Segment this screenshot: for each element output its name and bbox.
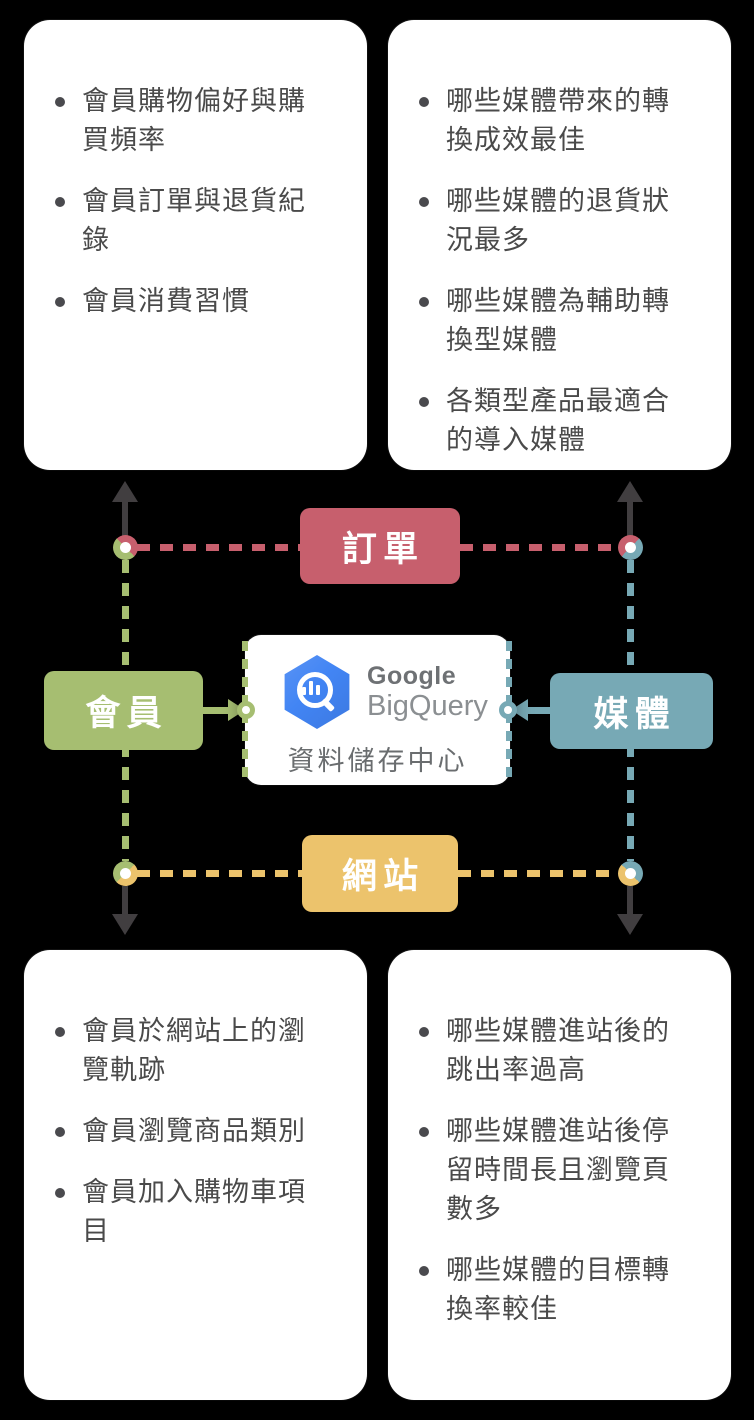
logo-bigquery-text: BigQuery bbox=[367, 690, 488, 722]
arrow-down-icon bbox=[112, 914, 138, 935]
orders-label-text: 訂單 bbox=[341, 529, 425, 569]
members-label-text: 會員 bbox=[85, 694, 168, 733]
card-member-data: 會員購物偏好與購買頻率 會員訂單與退貨紀錄 會員消費習慣 bbox=[24, 20, 367, 470]
orders-dashed-line bbox=[137, 544, 300, 551]
members-label: 會員 bbox=[44, 671, 203, 750]
bar-chart-glyph bbox=[302, 681, 320, 695]
website-label-text: 網站 bbox=[341, 857, 425, 896]
junction-ring-icon bbox=[618, 535, 643, 560]
bullet-list: 會員購物偏好與購買頻率 會員訂單與退貨紀錄 會員消費習慣 bbox=[55, 82, 347, 343]
website-label: 網站 bbox=[302, 835, 458, 912]
junction-ring-icon bbox=[618, 861, 643, 886]
list-item: 哪些媒體帶來的轉換成效最佳 bbox=[419, 82, 692, 160]
list-item: 會員瀏覽商品類別 bbox=[55, 1112, 328, 1151]
bigquery-logo: Google BigQuery bbox=[281, 655, 488, 729]
arrow-up-icon bbox=[617, 481, 643, 502]
junction-ring-icon bbox=[113, 861, 138, 886]
website-dashed-line bbox=[137, 870, 302, 877]
list-item: 會員消費習慣 bbox=[55, 282, 328, 321]
card-media-conversion-insights: 哪些媒體帶來的轉換成效最佳 哪些媒體的退貨狀況最多 哪些媒體為輔助轉換型媒體 各… bbox=[388, 20, 731, 470]
magnifier-handle bbox=[320, 697, 336, 713]
website-dashed-line bbox=[458, 870, 618, 877]
junction-core bbox=[120, 868, 131, 879]
junction-ring-icon bbox=[113, 535, 138, 560]
card-website-behavior: 會員於網站上的瀏覽軌跡 會員瀏覽商品類別 會員加入購物車項目 bbox=[24, 950, 367, 1400]
connector-ring-icon bbox=[237, 701, 255, 719]
orders-dashed-line bbox=[460, 544, 618, 551]
logo-lockup: Google BigQuery bbox=[367, 662, 488, 722]
arrow-down-shaft bbox=[122, 886, 128, 916]
list-item: 會員加入購物車項目 bbox=[55, 1173, 328, 1251]
list-item: 會員購物偏好與購買頻率 bbox=[55, 82, 328, 160]
list-item: 哪些媒體的退貨狀況最多 bbox=[419, 182, 692, 260]
bullet-list: 會員於網站上的瀏覽軌跡 會員瀏覽商品類別 會員加入購物車項目 bbox=[55, 1012, 347, 1273]
arrow-up-icon bbox=[112, 481, 138, 502]
members-arrow-shaft bbox=[203, 707, 230, 714]
media-label: 媒體 bbox=[550, 673, 713, 749]
arrow-down-icon bbox=[617, 914, 643, 935]
card-media-site-insights: 哪些媒體進站後的跳出率過高 哪些媒體進站後停留時間長且瀏覽頁數多 哪些媒體的目標… bbox=[388, 950, 731, 1400]
list-item: 哪些媒體的目標轉換率較佳 bbox=[419, 1251, 692, 1329]
list-item: 哪些媒體進站後的跳出率過高 bbox=[419, 1012, 692, 1090]
junction-core bbox=[120, 542, 131, 553]
data-hub-caption: 資料儲存中心 bbox=[287, 746, 468, 776]
magnifier-lens bbox=[297, 672, 333, 708]
list-item: 哪些媒體為輔助轉換型媒體 bbox=[419, 282, 692, 360]
list-item: 各類型產品最適合的導入媒體 bbox=[419, 382, 692, 460]
arrow-up-shaft bbox=[627, 500, 633, 540]
arrow-up-shaft bbox=[122, 500, 128, 540]
connector-ring-icon bbox=[499, 701, 517, 719]
media-label-text: 媒體 bbox=[593, 694, 676, 734]
list-item: 會員訂單與退貨紀錄 bbox=[55, 182, 328, 260]
logo-google-text: Google bbox=[367, 662, 457, 690]
junction-core bbox=[625, 542, 636, 553]
media-arrow-shaft bbox=[527, 707, 552, 714]
bullet-list: 哪些媒體帶來的轉換成效最佳 哪些媒體的退貨狀況最多 哪些媒體為輔助轉換型媒體 各… bbox=[419, 82, 711, 482]
orders-label: 訂單 bbox=[300, 508, 460, 584]
arrow-down-shaft bbox=[627, 886, 633, 916]
list-item: 會員於網站上的瀏覽軌跡 bbox=[55, 1012, 328, 1090]
junction-core bbox=[625, 868, 636, 879]
bullet-list: 哪些媒體進站後的跳出率過高 哪些媒體進站後停留時間長且瀏覽頁數多 哪些媒體的目標… bbox=[419, 1012, 711, 1351]
bigquery-hexagon-magnifier-icon bbox=[284, 655, 350, 729]
list-item: 哪些媒體進站後停留時間長且瀏覽頁數多 bbox=[419, 1112, 692, 1229]
bigquery-data-hub-card: Google BigQuery 資料儲存中心 bbox=[245, 635, 510, 785]
